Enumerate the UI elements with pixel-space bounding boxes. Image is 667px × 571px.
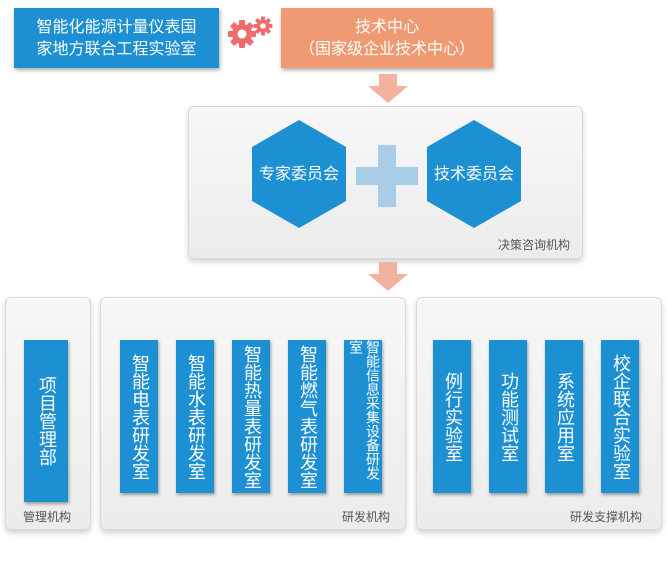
tech-center-line1: 技术中心 <box>354 17 419 36</box>
rnd-item: 智能信息采集设备研发室 <box>344 340 382 493</box>
down-arrow-2 <box>368 262 408 291</box>
expert-committee-label: 专家委员会 <box>258 164 339 183</box>
tech-committee-label: 技术委员会 <box>433 164 514 183</box>
rnd-item-label: 智能热量表研发室 <box>241 344 262 489</box>
tech-center-box: 技术中心 （国家级企业技术中心） <box>281 8 493 68</box>
rnd-item: 智能热量表研发室 <box>232 340 270 493</box>
rnd-item-label: 智能信息采集设备研发室 <box>347 340 380 480</box>
down-arrow-1 <box>368 74 408 103</box>
support-item: 例行实验室 <box>433 340 471 493</box>
support-item: 校企联合实验室 <box>601 340 639 493</box>
gears-icon <box>228 16 273 48</box>
rnd-item: 智能燃气表研发室 <box>288 340 326 493</box>
management-panel-label: 管理机构 <box>22 510 71 524</box>
rnd-item-label: 智能燃气表研发室 <box>297 344 318 489</box>
project-management-dept-label: 项目管理部 <box>36 376 57 466</box>
expert-committee-hexagon <box>252 120 346 228</box>
rnd-item-label: 智能水表研发室 <box>185 353 206 480</box>
support-item: 系统应用室 <box>545 340 583 493</box>
engineering-lab-box: 智能化能源计量仪表国 家地方联合工程实验室 <box>14 8 219 68</box>
rnd-item: 智能电表研发室 <box>120 340 158 493</box>
project-management-dept: 项目管理部 <box>24 340 68 502</box>
tech-committee-hexagon <box>427 120 521 228</box>
rnd-item-label: 智能电表研发室 <box>129 353 150 480</box>
support-item: 功能测试室 <box>489 340 527 493</box>
plus-icon <box>356 145 418 207</box>
engineering-lab-line1: 智能化能源计量仪表国 <box>36 17 197 36</box>
support-item-label: 功能测试室 <box>498 371 519 462</box>
rnd-item: 智能水表研发室 <box>176 340 214 493</box>
support-item-label: 校企联合实验室 <box>610 353 631 480</box>
support-item-label: 系统应用室 <box>554 371 575 462</box>
rnd-panel-label: 研发机构 <box>341 510 390 524</box>
tech-center-line2: （国家级企业技术中心） <box>298 39 475 58</box>
support-item-label: 例行实验室 <box>442 371 463 462</box>
engineering-lab-line2: 家地方联合工程实验室 <box>36 39 197 58</box>
decision-panel-label: 决策咨询机构 <box>497 238 570 252</box>
support-panel-label: 研发支撑机构 <box>569 510 642 524</box>
